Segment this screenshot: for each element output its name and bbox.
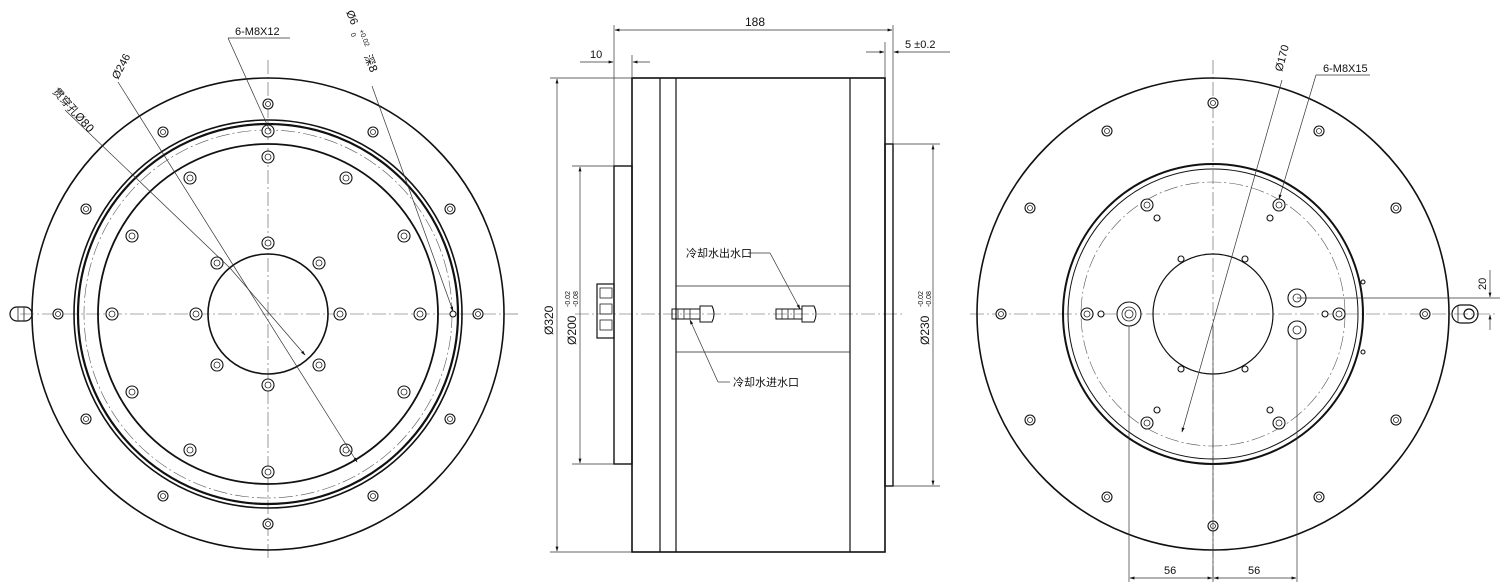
side-outer-dia-label: Ø320 <box>542 305 556 335</box>
side-spigot-left-label: Ø200 -0.02 -0.08 <box>565 291 580 345</box>
bolt-hole <box>444 203 456 215</box>
front-dowel-main: Ø6 <box>343 9 360 27</box>
side-length-label: 188 <box>745 15 765 29</box>
side-inlet-fitting <box>671 305 715 323</box>
leader-water-inlet <box>689 319 719 383</box>
rear-hub-bolt-holes <box>1080 198 1366 430</box>
bolt-hole <box>367 126 379 138</box>
leader-bore <box>64 109 231 269</box>
front-pcd-label: Ø246 <box>110 52 133 81</box>
rear-view <box>970 60 1500 582</box>
front-dowel-pin-hole <box>449 310 457 318</box>
front-hub-face <box>97 143 439 485</box>
front-bore-label: 贯穿孔Ø80 <box>50 85 98 136</box>
side-spigot-right-lower: -0.08 <box>926 291 933 307</box>
front-hub-bolt-holes <box>189 236 347 392</box>
bolt-hole <box>52 308 64 320</box>
bolt-hole <box>444 413 456 425</box>
bolt-hole <box>157 126 169 138</box>
rear-pcd-label: Ø170 <box>1273 44 1292 73</box>
bolt-hole <box>262 98 274 110</box>
leader-water-outlet <box>769 252 801 310</box>
bolt-hole <box>367 490 379 502</box>
side-spigot-left-main: Ø200 <box>565 315 579 345</box>
leader-rear-pcd <box>1181 79 1283 433</box>
side-left-spigot <box>613 165 633 465</box>
bolt-hole <box>157 490 169 502</box>
side-left-connector <box>596 283 615 339</box>
side-view <box>550 25 950 553</box>
leader-thread <box>227 37 271 132</box>
front-face-bolt-holes <box>105 124 427 479</box>
front-flange-bolt-holes <box>52 98 484 530</box>
rear-spacing-right-label: 56 <box>1248 565 1260 577</box>
rear-cooling-nozzle <box>1451 304 1479 324</box>
bolt-hole <box>80 203 92 215</box>
front-thread-label: 6-M8X12 <box>235 26 280 38</box>
front-view <box>9 37 520 560</box>
bolt-hole <box>262 518 274 530</box>
side-right-spigot <box>884 143 894 487</box>
front-ring-inner <box>76 122 460 506</box>
side-gap-label: 5 ±0.2 <box>905 39 936 51</box>
front-dowel-tol-upper: +0.02 <box>357 29 370 48</box>
rear-offset-label: 20 <box>1477 278 1489 290</box>
front-dowel-label: Ø6 +0.02 0 深8 <box>343 9 380 75</box>
front-dowel-tol-lower: 0 <box>349 32 357 38</box>
front-cooling-nozzle <box>9 306 33 322</box>
side-spigot-left-upper: -0.02 <box>565 291 572 307</box>
side-outlet-fitting <box>775 305 817 323</box>
leader-rear-thread <box>1278 74 1317 200</box>
front-through-bore <box>207 253 329 375</box>
leader-pcd <box>117 81 358 463</box>
side-step-label: 10 <box>590 49 602 61</box>
rear-flange-bolt-holes <box>995 97 1431 532</box>
rear-right-port-lower <box>1287 320 1307 340</box>
side-spigot-left-lower: -0.08 <box>573 291 580 307</box>
front-ring-outer <box>73 119 463 509</box>
side-water-outlet-label: 冷却水出水口 <box>686 246 752 260</box>
bolt-hole <box>80 413 92 425</box>
side-spigot-right-upper: -0.02 <box>918 291 925 307</box>
rear-left-port <box>1116 301 1142 327</box>
side-spigot-right-label: Ø230 -0.02 -0.08 <box>918 291 933 345</box>
leader-dowel <box>371 85 454 312</box>
side-main-body <box>631 77 886 553</box>
bolt-hole <box>472 308 484 320</box>
side-spigot-right-main: Ø230 <box>918 315 932 345</box>
rear-thread-label: 6-M8X15 <box>1323 63 1368 75</box>
front-dowel-depth: 深8 <box>361 53 380 75</box>
side-water-inlet-label: 冷却水进水口 <box>733 376 799 389</box>
rear-spacing-left-label: 56 <box>1164 565 1176 577</box>
